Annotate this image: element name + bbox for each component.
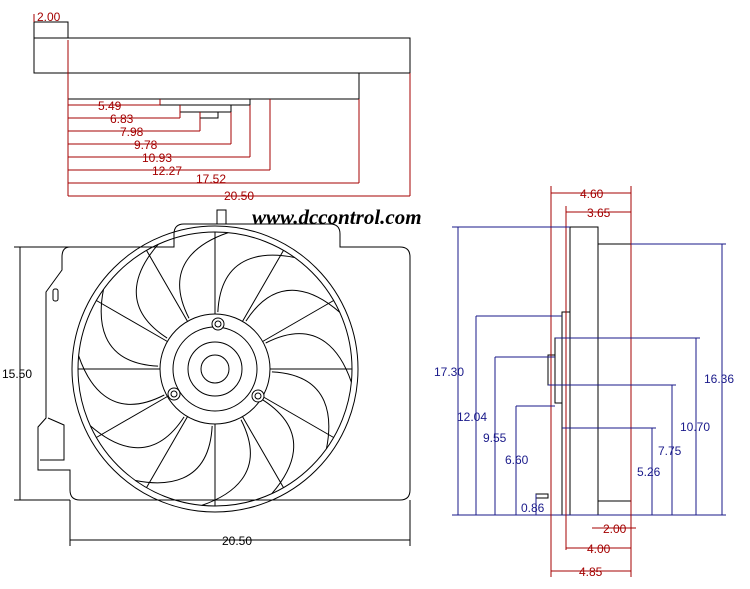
fan-blades [78, 232, 352, 506]
fan-blade [262, 399, 295, 495]
fan-blade [89, 416, 185, 449]
side-view: 4.60 3.65 17.30 12.04 9.55 6.60 0.86 16.… [434, 186, 734, 579]
mount-hole-right [251, 389, 265, 403]
fan-blade [271, 371, 330, 449]
mount-hole-left-inner [170, 390, 178, 398]
mount-hole-right-inner [254, 392, 262, 400]
top-view-shaft [199, 112, 219, 119]
fan-hub-outer [159, 313, 271, 425]
top-view-motor-body [67, 72, 360, 100]
top-dim-label: 6.83 [110, 112, 134, 126]
side-left-dim-label: 12.04 [457, 410, 487, 424]
side-right-dim-label: 7.75 [658, 444, 682, 458]
fan-blade [201, 419, 251, 506]
fan-blade-spoke [242, 250, 284, 322]
mount-hole-top-inner [214, 320, 222, 328]
top-dim-label: 17.52 [196, 172, 226, 186]
side-right-dim-label: 10.70 [680, 420, 710, 434]
side-motor-body [554, 337, 563, 404]
side-top-dim-label: 3.65 [587, 206, 611, 220]
top-dim-label: 2.00 [37, 10, 61, 24]
top-dim-label: 9.78 [134, 138, 158, 152]
motor-housing [187, 341, 243, 397]
side-shaft [535, 493, 549, 499]
fan-blade [245, 289, 341, 322]
fan-outer-ring [71, 225, 359, 513]
side-bottom-dim-label: 4.85 [579, 565, 603, 579]
side-right-dim-label: 16.36 [704, 372, 734, 386]
side-top-dim-label: 4.60 [580, 187, 604, 201]
fan-blade-spoke [262, 396, 334, 438]
fan-blade [217, 254, 295, 313]
fan-blade [179, 232, 229, 319]
website-label: www.dccontrol.com [252, 205, 422, 229]
fan-blade [100, 289, 159, 367]
side-shroud-flange [597, 243, 632, 502]
fan-blade-spoke [146, 416, 188, 488]
side-left-dim-label: 9.55 [483, 431, 507, 445]
front-top-tab [216, 209, 227, 225]
fan-blade [135, 243, 168, 339]
front-shroud-outline [37, 223, 411, 501]
fan-blade-spoke [96, 396, 168, 438]
front-shroud-slot [52, 288, 59, 302]
side-left-dim-label: 0.86 [521, 501, 545, 515]
front-shroud-bracket [40, 417, 65, 461]
fan-blade [265, 333, 352, 383]
mount-hole-left [167, 387, 181, 401]
fan-blade-spoke [262, 300, 334, 342]
top-dim-label: 7.98 [120, 125, 144, 139]
front-height-label: 15.50 [2, 367, 32, 381]
mount-hole-top [211, 317, 225, 331]
fan-blade-spoke [242, 416, 284, 488]
side-shroud [569, 226, 599, 516]
side-bottom-dim-label: 4.00 [587, 542, 611, 556]
top-view-hub-inner [179, 105, 232, 113]
fan-blade [135, 425, 213, 484]
motor-shaft [200, 354, 230, 384]
top-dim-label: 5.49 [98, 99, 122, 113]
front-width-label: 20.50 [222, 534, 252, 548]
top-dim-label: 12.27 [152, 164, 182, 178]
top-view: 2.00 5.49 6.83 7.98 9.78 10.93 12.27 17.… [33, 10, 411, 203]
fan-blade-spoke [146, 250, 188, 322]
top-view-shroud-plate [33, 37, 411, 74]
top-dim-label: 20.50 [224, 189, 254, 203]
side-right-dim-label: 5.26 [637, 465, 661, 479]
front-view: 15.50 20.50 [2, 209, 411, 548]
top-dim-label: 10.93 [142, 151, 172, 165]
fan-blade-spoke [96, 300, 168, 342]
top-view-hub [159, 99, 251, 106]
side-left-dim-label: 17.30 [434, 365, 464, 379]
top-view-step [33, 21, 69, 38]
side-bottom-dim-label: 2.00 [603, 522, 627, 536]
fan-blade [78, 355, 165, 405]
side-left-dim-label: 6.60 [505, 453, 529, 467]
